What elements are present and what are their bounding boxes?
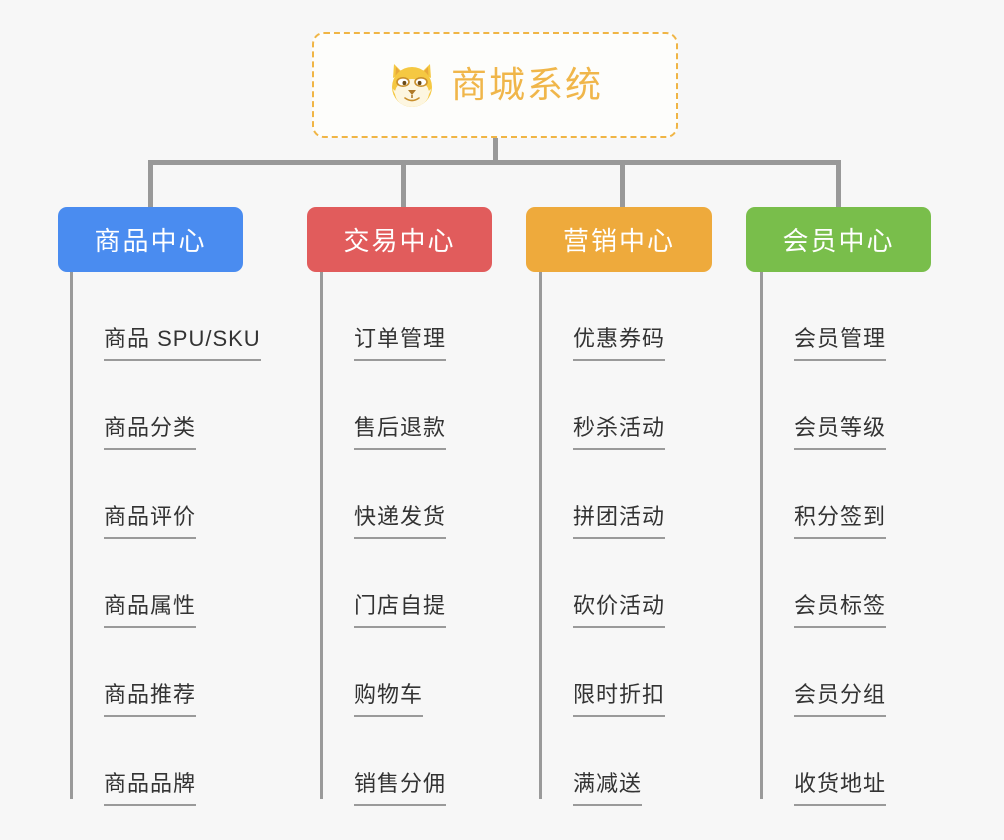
list-item[interactable]: 砍价活动 (539, 539, 666, 628)
root-title: 商城系统 (450, 64, 603, 105)
dog-face-icon (391, 64, 432, 107)
list-item-label: 购物车 (354, 681, 424, 717)
category-header-1[interactable]: 商品中心 (58, 207, 243, 272)
list-item-label: 优惠券码 (573, 325, 666, 361)
category-header-4[interactable]: 会员中心 (746, 207, 931, 272)
list-item[interactable]: 拼团活动 (539, 450, 666, 539)
root-node[interactable]: 商城系统 (312, 32, 678, 138)
list-item[interactable]: 满减送 (539, 717, 665, 806)
list-item-label: 商品推荐 (104, 681, 197, 717)
list-item[interactable]: 优惠券码 (539, 272, 666, 361)
list-item[interactable]: 商品属性 (70, 539, 261, 628)
list-item[interactable]: 商品品牌 (70, 717, 261, 806)
category-header-label: 商品中心 (94, 226, 207, 256)
list-item[interactable]: 秒杀活动 (539, 361, 666, 450)
list-item-label: 商品品牌 (104, 770, 197, 806)
list-item-label: 会员等级 (794, 414, 887, 450)
item-column-1: 商品 SPU/SKU 商品分类 商品评价 商品属性 商品推荐 商品品牌 (70, 272, 261, 806)
column-spine (760, 272, 763, 799)
list-item[interactable]: 销售分佣 (320, 717, 447, 806)
item-column-3: 优惠券码 秒杀活动 拼团活动 砍价活动 限时折扣 满减送 (539, 272, 666, 806)
list-item-label: 门店自提 (354, 592, 447, 628)
category-header-label: 交易中心 (343, 226, 456, 256)
list-item[interactable]: 购物车 (320, 628, 446, 717)
list-item-label: 限时折扣 (573, 681, 666, 717)
connector-drop-1 (148, 160, 153, 208)
list-item-label: 快递发货 (354, 503, 447, 539)
list-item[interactable]: 会员管理 (760, 272, 887, 361)
item-column-4: 会员管理 会员等级 积分签到 会员标签 会员分组 收货地址 (760, 272, 887, 806)
column-spine (320, 272, 323, 799)
connector-drop-2 (401, 160, 406, 208)
list-item[interactable]: 商品推荐 (70, 628, 261, 717)
list-item[interactable]: 会员等级 (760, 361, 887, 450)
column-spine (539, 272, 542, 799)
category-header-label: 营销中心 (562, 226, 675, 256)
list-item-label: 商品评价 (104, 503, 197, 539)
list-item[interactable]: 售后退款 (320, 361, 447, 450)
list-item-label: 收货地址 (794, 770, 887, 806)
list-item[interactable]: 订单管理 (320, 272, 447, 361)
connector-drop-3 (620, 160, 625, 208)
list-item[interactable]: 会员分组 (760, 628, 887, 717)
list-item-label: 订单管理 (354, 325, 447, 361)
column-spine (70, 272, 73, 799)
list-item[interactable]: 会员标签 (760, 539, 887, 628)
connector-horizontal-bar (148, 160, 841, 165)
list-item-label: 会员分组 (794, 681, 887, 717)
list-item-label: 满减送 (573, 770, 643, 806)
list-item-label: 销售分佣 (354, 770, 447, 806)
category-header-2[interactable]: 交易中心 (307, 207, 492, 272)
list-item[interactable]: 商品评价 (70, 450, 261, 539)
list-item-label: 积分签到 (794, 503, 887, 539)
list-item[interactable]: 收货地址 (760, 717, 887, 806)
list-item-label: 售后退款 (354, 414, 447, 450)
list-item-label: 会员管理 (794, 325, 887, 361)
list-item-label: 商品分类 (104, 414, 197, 450)
list-item[interactable]: 商品分类 (70, 361, 261, 450)
list-item[interactable]: 门店自提 (320, 539, 447, 628)
connector-drop-4 (836, 160, 841, 208)
item-column-2: 订单管理 售后退款 快递发货 门店自提 购物车 销售分佣 (320, 272, 447, 806)
list-item-label: 拼团活动 (573, 503, 666, 539)
list-item-label: 砍价活动 (573, 592, 666, 628)
list-item-label: 商品属性 (104, 592, 197, 628)
list-item-label: 会员标签 (794, 592, 887, 628)
list-item-label: 秒杀活动 (573, 414, 666, 450)
list-item[interactable]: 快递发货 (320, 450, 447, 539)
list-item-label: 商品 SPU/SKU (104, 325, 261, 361)
list-item[interactable]: 限时折扣 (539, 628, 666, 717)
list-item[interactable]: 商品 SPU/SKU (70, 272, 261, 361)
list-item[interactable]: 积分签到 (760, 450, 887, 539)
category-header-label: 会员中心 (782, 226, 895, 256)
connector-trunk (493, 138, 498, 163)
category-header-3[interactable]: 营销中心 (526, 207, 712, 272)
